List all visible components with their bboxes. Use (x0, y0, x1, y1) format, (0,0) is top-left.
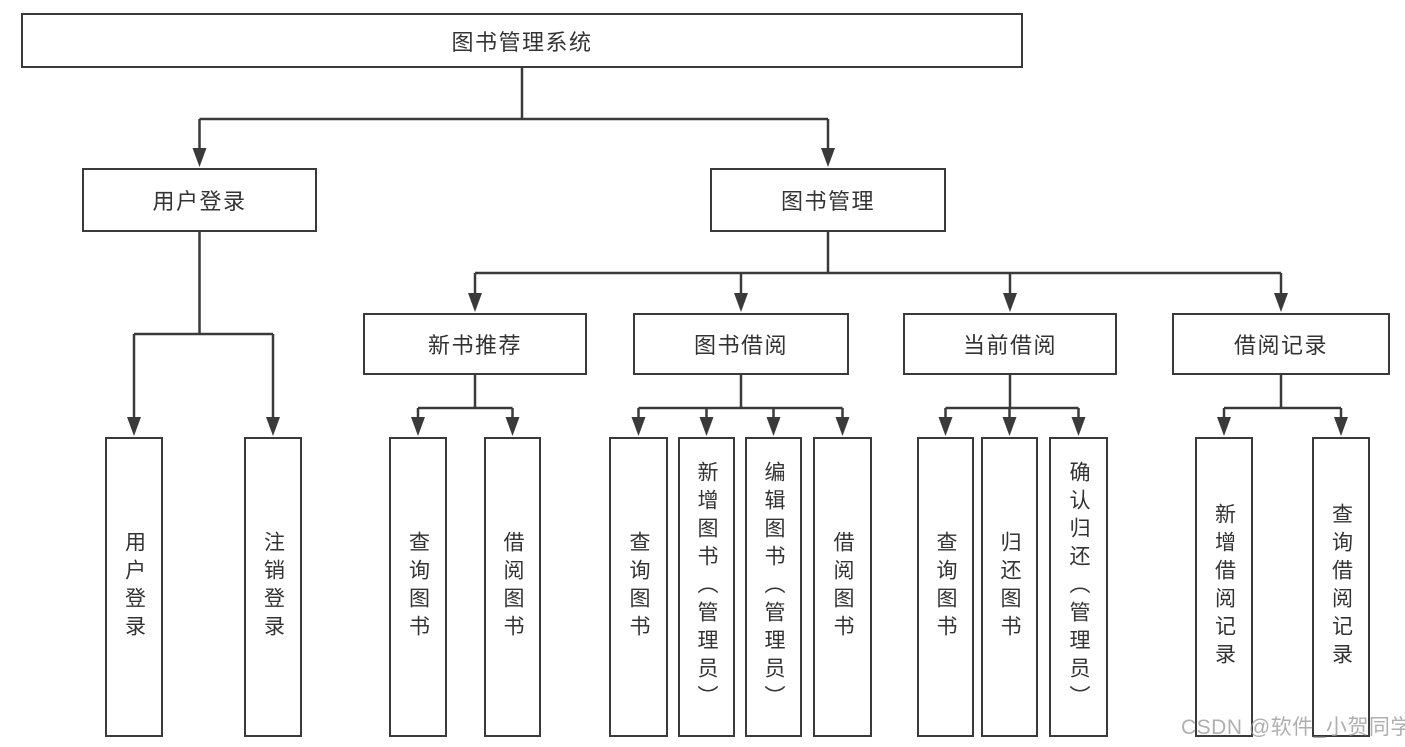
node-borrowing-records: 借阅记录 (1172, 313, 1390, 375)
leaf-logout: 注销登录 (244, 437, 302, 737)
leaf-add-book-admin: 新增图书（管理员） (678, 437, 735, 737)
leaf-query-borrow-record: 查询借阅记录 (1312, 437, 1370, 737)
node-book-borrowing: 图书借阅 (633, 313, 849, 375)
leaf-confirm-return-admin: 确认归还（管理员） (1049, 437, 1108, 737)
leaf-user-login: 用户登录 (105, 437, 163, 737)
leaf-borrow-books-recommend: 借阅图书 (484, 437, 541, 737)
node-user-login: 用户登录 (82, 168, 317, 232)
node-current-borrowing: 当前借阅 (903, 313, 1117, 375)
leaf-edit-book-admin: 编辑图书（管理员） (745, 437, 802, 737)
leaf-borrow-books-borrowing: 借阅图书 (813, 437, 872, 737)
leaf-return-books: 归还图书 (981, 437, 1038, 737)
watermark-csdn: CSDN @软件_小贺同学 (1181, 716, 1405, 739)
leaf-query-books-current: 查询图书 (917, 437, 974, 737)
leaf-add-borrow-record: 新增借阅记录 (1195, 437, 1253, 737)
node-new-book-recommendation: 新书推荐 (363, 313, 587, 375)
leaf-query-books-borrowing: 查询图书 (609, 437, 668, 737)
leaf-query-books-recommend: 查询图书 (389, 437, 447, 737)
node-library-management-system: 图书管理系统 (21, 13, 1023, 68)
node-book-management: 图书管理 (710, 168, 946, 232)
